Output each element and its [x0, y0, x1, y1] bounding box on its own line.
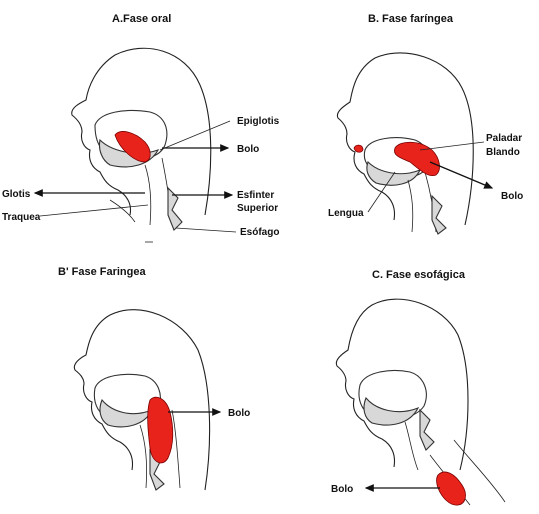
- panel-fase-oral: A.Fase oral Bolo Epiglotis Glotis Esfint…: [2, 13, 280, 242]
- label-blando: Blando: [486, 147, 520, 158]
- bolus-shape: [437, 472, 466, 505]
- label-bolo: Bolo: [228, 408, 250, 419]
- head-profile-illustration: [74, 310, 209, 490]
- label-epiglotis: Epiglotis: [237, 116, 280, 127]
- panel-fase-faringea: B. Fase faríngea Paladar Blando Bolo Len…: [328, 13, 523, 234]
- label-paladar: Paladar: [486, 133, 522, 144]
- bolus-shape: [354, 145, 363, 152]
- label-esfinter: Esfinter: [237, 190, 274, 201]
- panel-fase-faringea-prime: B' Fase Faringea Bolo: [58, 266, 250, 490]
- label-glotis: Glotis: [2, 189, 31, 200]
- head-profile-illustration: [336, 299, 505, 505]
- panel-fase-esofagica: C. Fase esofágica Bolo: [331, 269, 505, 505]
- panel-title: B. Fase faríngea: [368, 13, 454, 25]
- panel-title: B' Fase Faringea: [58, 266, 146, 278]
- label-traquea: Traquea: [2, 212, 41, 223]
- bolus-shape: [148, 397, 173, 463]
- label-lengua: Lengua: [328, 208, 364, 219]
- panel-title: C. Fase esofágica: [372, 269, 466, 281]
- panel-title: A.Fase oral: [112, 13, 171, 25]
- label-superior: Superior: [237, 203, 278, 214]
- label-bolo: Bolo: [331, 484, 353, 495]
- label-bolo: Bolo: [501, 191, 523, 202]
- label-bolo: Bolo: [237, 144, 259, 155]
- label-esofago: Esófago: [240, 227, 279, 238]
